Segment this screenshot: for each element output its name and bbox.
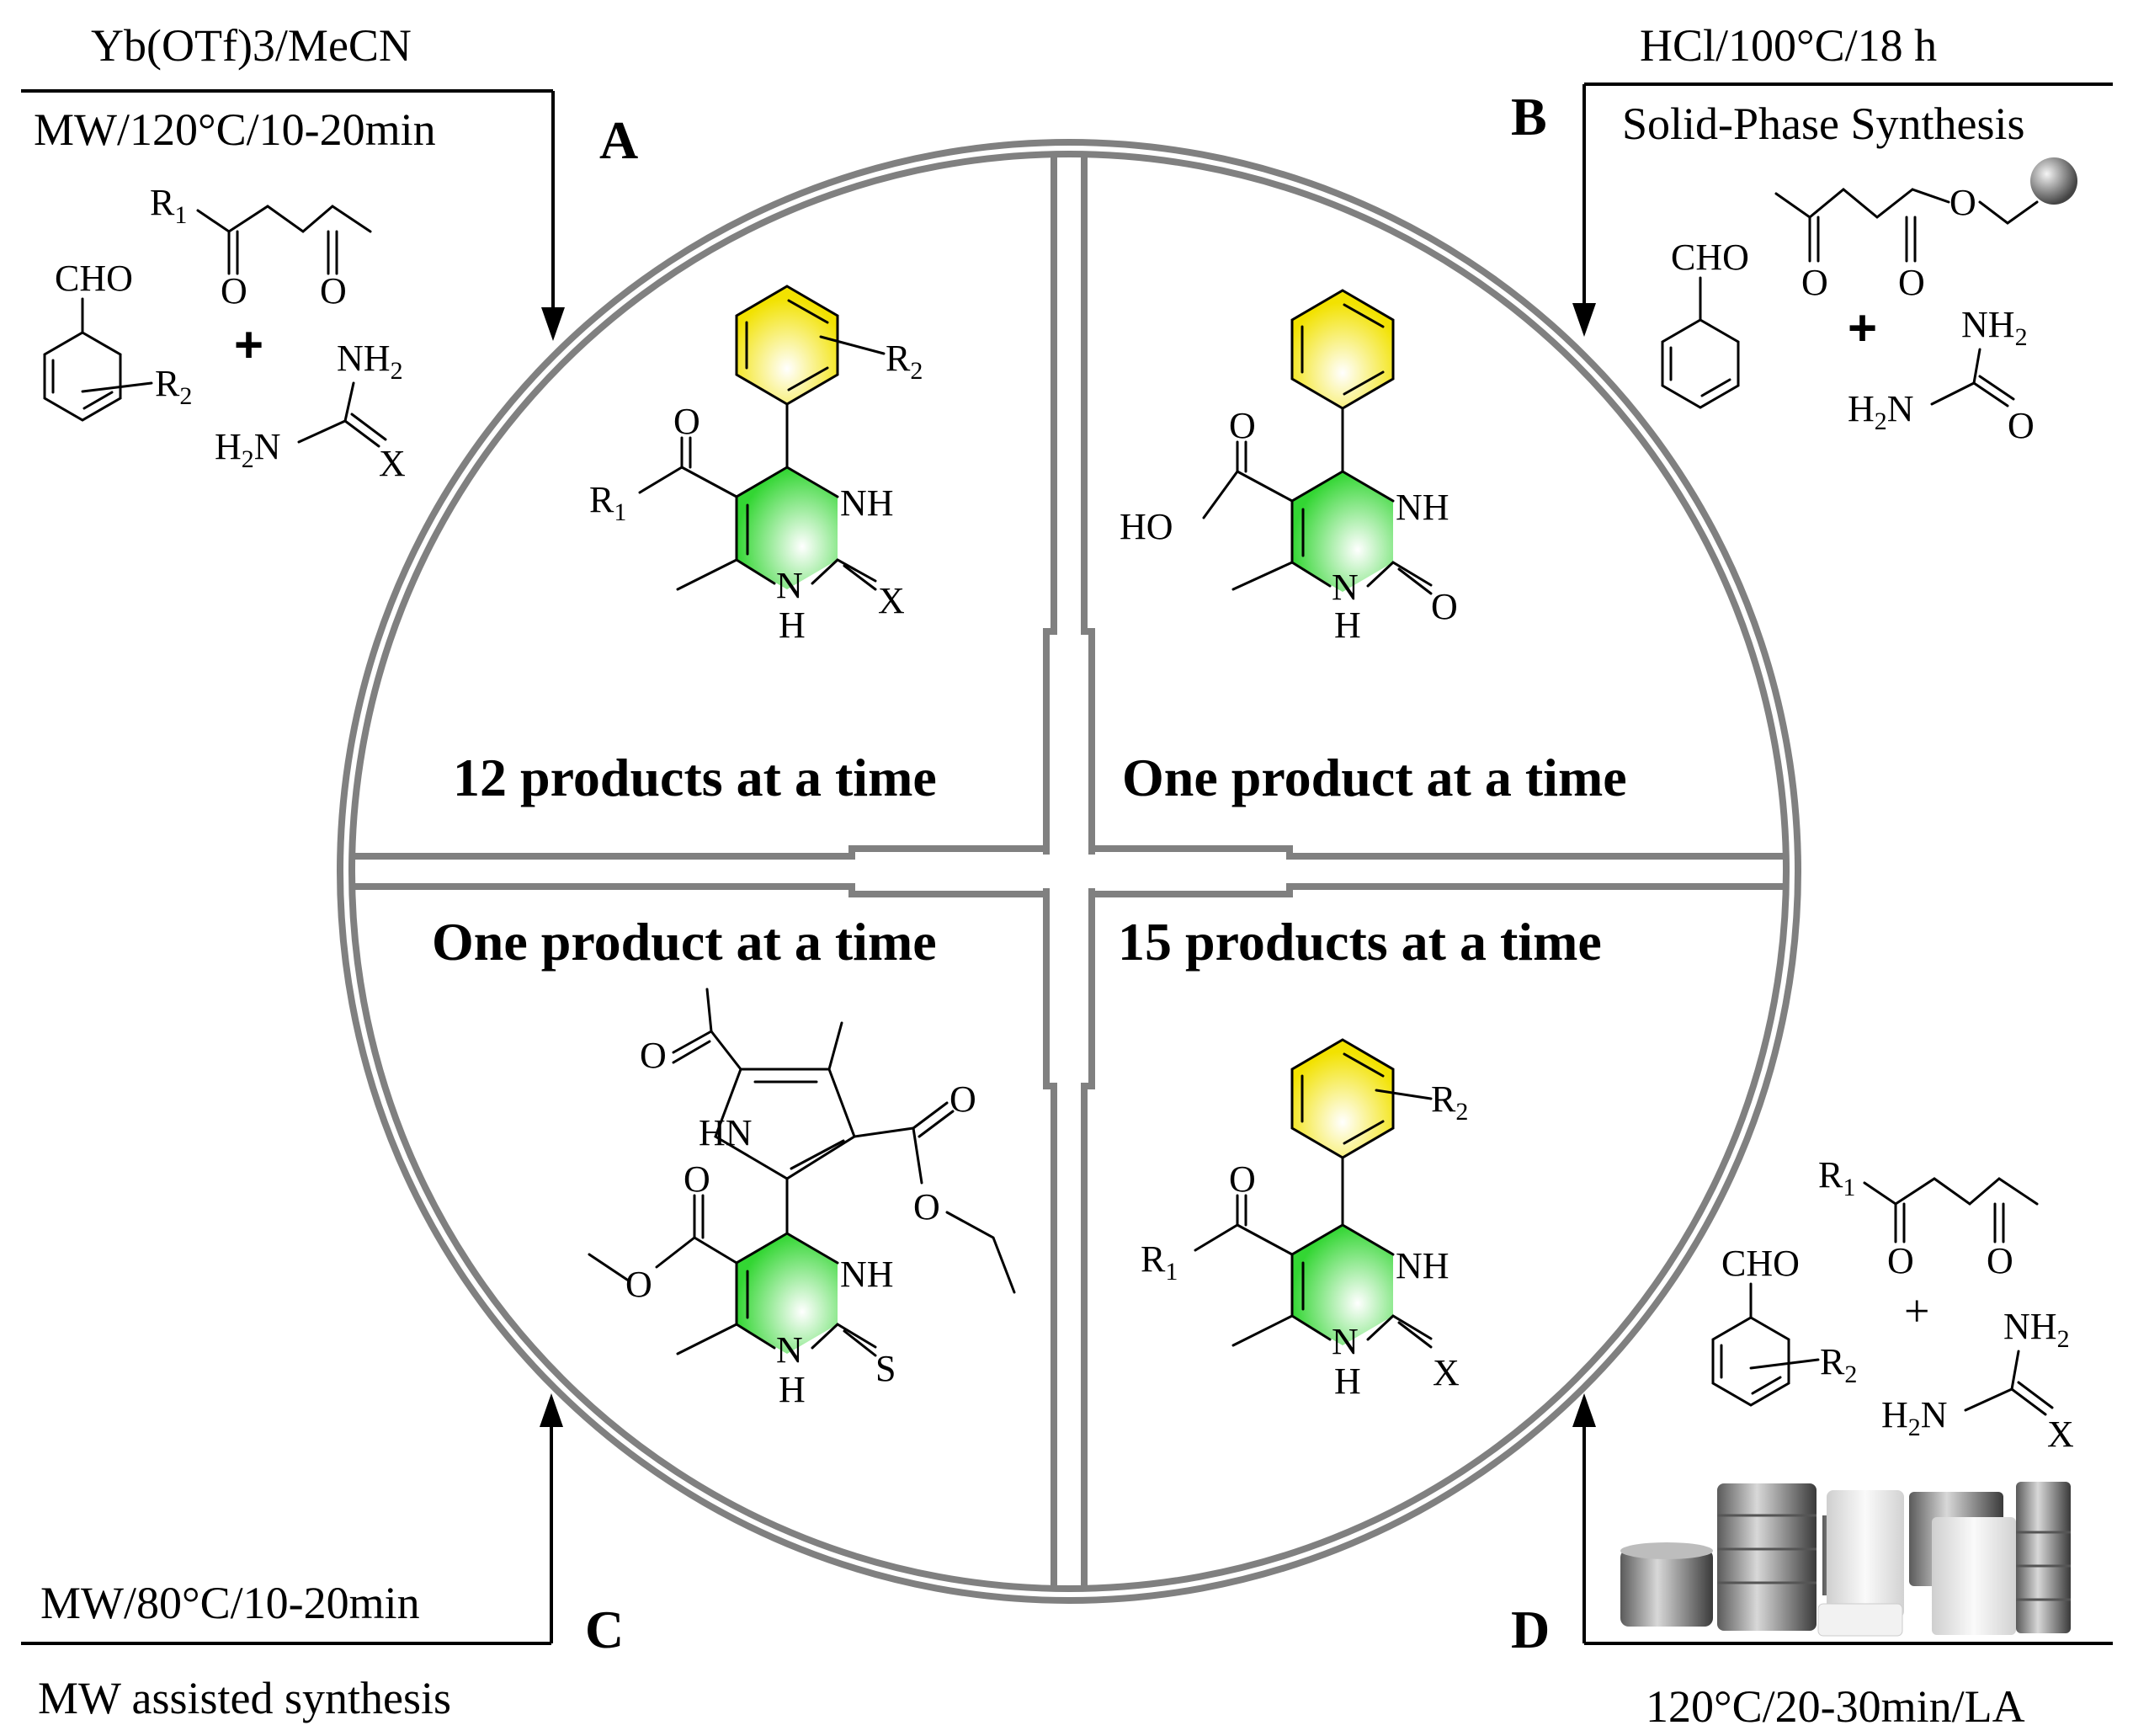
- svg-text:O: O: [1898, 262, 1925, 303]
- panel-c-conditions: MW/80°C/10-20min MW assisted synthesis C: [21, 1393, 624, 1723]
- svg-text:H: H: [1334, 1361, 1361, 1402]
- svg-text:O: O: [1887, 1240, 1914, 1281]
- svg-text:R2: R2: [155, 363, 192, 410]
- svg-text:R1: R1: [150, 182, 187, 229]
- svg-text:X: X: [2047, 1414, 2074, 1455]
- svg-text:X: X: [878, 580, 905, 621]
- svg-text:O: O: [320, 270, 347, 312]
- svg-text:CHO: CHO: [55, 258, 133, 299]
- panel-c-caption: One product at a time: [432, 912, 937, 972]
- svg-text:R1: R1: [1818, 1154, 1855, 1201]
- svg-text:+: +: [1904, 1286, 1929, 1336]
- panel-d-letter: D: [1511, 1600, 1550, 1659]
- panel-b-caption: One product at a time: [1122, 748, 1627, 807]
- svg-text:CHO: CHO: [1721, 1243, 1800, 1284]
- panel-d-condition-bottom: 120°C/20-30min/LA: [1646, 1681, 2025, 1732]
- panel-a-reagents: CHO R2 R1 O O + NH2 H2N X: [43, 182, 406, 484]
- panel-a-conditions: Yb(OTf)3/MeCN MW/120°C/10-20min A: [21, 20, 638, 341]
- panel-a-letter: A: [599, 110, 638, 170]
- svg-text:H2N: H2N: [1848, 388, 1914, 435]
- svg-text:HO: HO: [1120, 506, 1173, 547]
- panel-d-caption: 15 products at a time: [1118, 912, 1602, 972]
- svg-text:H: H: [779, 604, 806, 646]
- svg-text:O: O: [673, 401, 700, 442]
- svg-text:R2: R2: [886, 338, 923, 385]
- panel-c-letter: C: [585, 1600, 624, 1659]
- svg-text:O: O: [913, 1186, 940, 1227]
- svg-text:O: O: [1431, 586, 1458, 627]
- panel-a-caption: 12 products at a time: [453, 748, 937, 807]
- svg-text:N: N: [1332, 1321, 1359, 1362]
- svg-text:O: O: [1987, 1240, 2013, 1281]
- svg-text:R2: R2: [1820, 1341, 1857, 1388]
- svg-text:NH2: NH2: [1961, 304, 2028, 351]
- svg-text:N: N: [776, 1329, 803, 1371]
- resin-bead-icon: [2030, 157, 2077, 205]
- svg-text:O: O: [949, 1078, 976, 1120]
- panel-a-product: R2 NH N H X O R1: [589, 285, 923, 646]
- svg-text:H2N: H2N: [1881, 1394, 1948, 1441]
- reactor-ring: [337, 139, 1801, 1604]
- panel-b-condition-top: HCl/100°C/18 h: [1640, 20, 1937, 71]
- svg-text:O: O: [684, 1158, 710, 1200]
- svg-text:X: X: [1433, 1352, 1460, 1393]
- svg-text:R2: R2: [1431, 1078, 1468, 1126]
- panel-c-product: HN O O O NH N H S O O: [588, 988, 1016, 1410]
- svg-text:O: O: [1801, 262, 1828, 303]
- svg-text:O: O: [1229, 1158, 1256, 1200]
- reactor-vessels-photo: [1620, 1482, 2071, 1637]
- panel-a-condition-top: Yb(OTf)3/MeCN: [91, 20, 412, 71]
- svg-text:NH: NH: [1396, 1245, 1449, 1286]
- svg-text:NH2: NH2: [2003, 1306, 2070, 1353]
- panel-d-conditions: 120°C/20-30min/LA D: [1511, 1393, 2113, 1732]
- svg-text:NH: NH: [1396, 487, 1449, 528]
- panel-c-condition-bottom: MW assisted synthesis: [38, 1673, 451, 1723]
- panel-b-letter: B: [1511, 87, 1547, 146]
- svg-text:H2N: H2N: [215, 426, 281, 473]
- svg-text:+: +: [234, 317, 263, 373]
- svg-text:X: X: [379, 443, 406, 484]
- svg-text:O: O: [640, 1035, 667, 1076]
- panel-b-reagents: CHO O O O + NH2 H2N O: [1661, 157, 2077, 446]
- svg-text:O: O: [1229, 405, 1256, 446]
- svg-text:+: +: [1848, 300, 1877, 356]
- svg-text:CHO: CHO: [1671, 237, 1749, 278]
- svg-text:HN: HN: [699, 1112, 753, 1153]
- panel-a-condition-bottom: MW/120°C/10-20min: [34, 104, 436, 155]
- panel-c-condition-top: MW/80°C/10-20min: [40, 1578, 420, 1628]
- quadrant-dividers: [352, 156, 1786, 1587]
- svg-text:NH: NH: [840, 482, 894, 524]
- svg-text:O: O: [1949, 182, 1976, 223]
- svg-text:H: H: [1334, 604, 1361, 646]
- svg-text:NH: NH: [840, 1254, 894, 1295]
- panel-b-condition-bottom: Solid-Phase Synthesis: [1622, 99, 2025, 149]
- panel-b-conditions: HCl/100°C/18 h Solid-Phase Synthesis B: [1511, 20, 2113, 337]
- svg-text:H: H: [779, 1369, 806, 1410]
- panel-d-reagents: CHO R2 R1 O O + NH2 H2N X: [1711, 1154, 2074, 1455]
- panel-b-product: NH N H O O HO: [1120, 289, 1458, 646]
- svg-text:NH2: NH2: [337, 338, 403, 385]
- svg-text:S: S: [875, 1348, 896, 1389]
- svg-text:R1: R1: [589, 479, 626, 526]
- svg-text:R1: R1: [1141, 1238, 1178, 1286]
- svg-text:O: O: [625, 1264, 652, 1305]
- svg-text:N: N: [1332, 567, 1359, 608]
- svg-text:O: O: [221, 270, 247, 312]
- svg-text:N: N: [776, 565, 803, 606]
- svg-text:O: O: [2008, 405, 2035, 446]
- panel-d-product: R2 NH N H X O R1: [1141, 1038, 1468, 1402]
